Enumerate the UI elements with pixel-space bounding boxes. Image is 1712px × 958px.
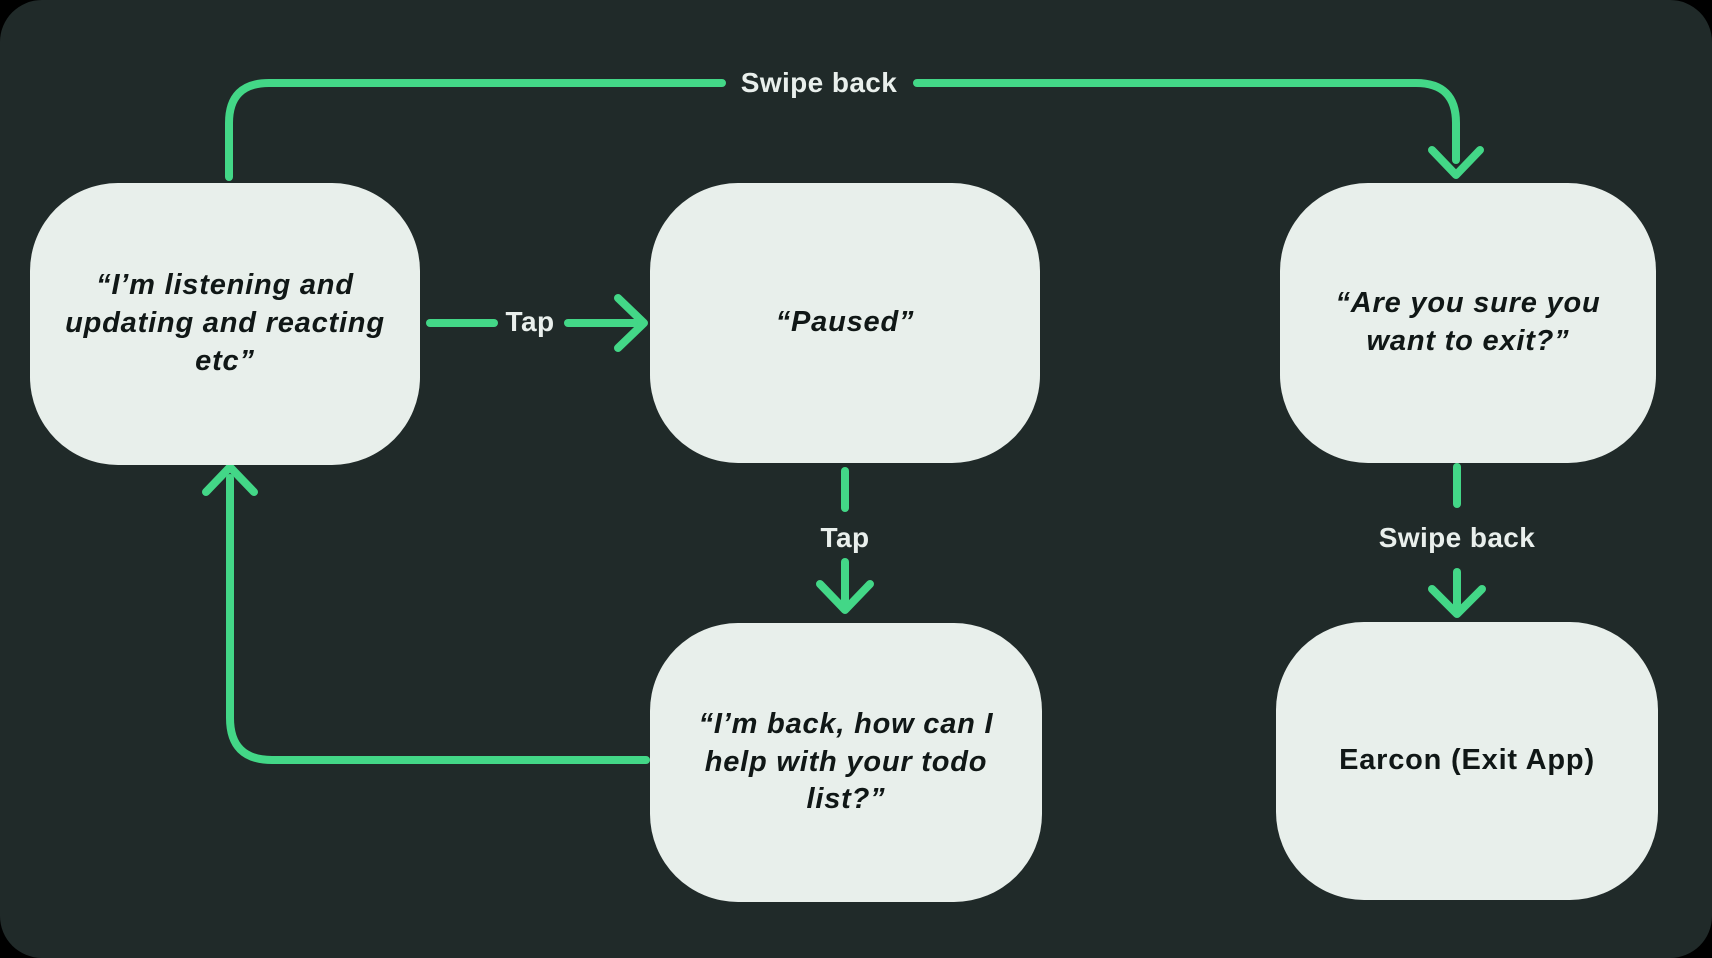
node-back: “I’m back, how can I help with your todo…: [650, 623, 1042, 902]
edge-label-swipe-back-top: Swipe back: [740, 67, 898, 98]
node-earcon-exit-app: Earcon (Exit App): [1276, 622, 1658, 900]
arrow-tap-vertical: [816, 467, 874, 614]
edge-label-tap-horizontal: Tap: [505, 306, 555, 337]
node-listening-text: “I’m listening and updating and reacting…: [65, 269, 385, 377]
edge-label-swipe-back-vertical: Swipe back: [1378, 522, 1536, 553]
arrow-swipe-back-top: [225, 79, 1484, 181]
edge-label-tap-vertical: Tap: [820, 522, 870, 553]
node-paused-text: “Paused”: [775, 306, 915, 339]
arrow-tap-horizontal: [426, 294, 648, 352]
arrow-swipe-back-vertical: [1428, 463, 1486, 618]
node-exit-confirm: “Are you sure you want to exit?”: [1280, 183, 1656, 463]
node-listening: “I’m listening and updating and reacting…: [30, 183, 420, 465]
node-paused: “Paused”: [650, 183, 1040, 463]
arrow-loop-back-to-listening: [202, 463, 650, 764]
node-earcon-text: Earcon (Exit App): [1339, 744, 1595, 777]
node-exit-confirm-text: “Are you sure you want to exit?”: [1335, 287, 1601, 357]
node-back-text: “I’m back, how can I help with your todo…: [698, 707, 994, 816]
